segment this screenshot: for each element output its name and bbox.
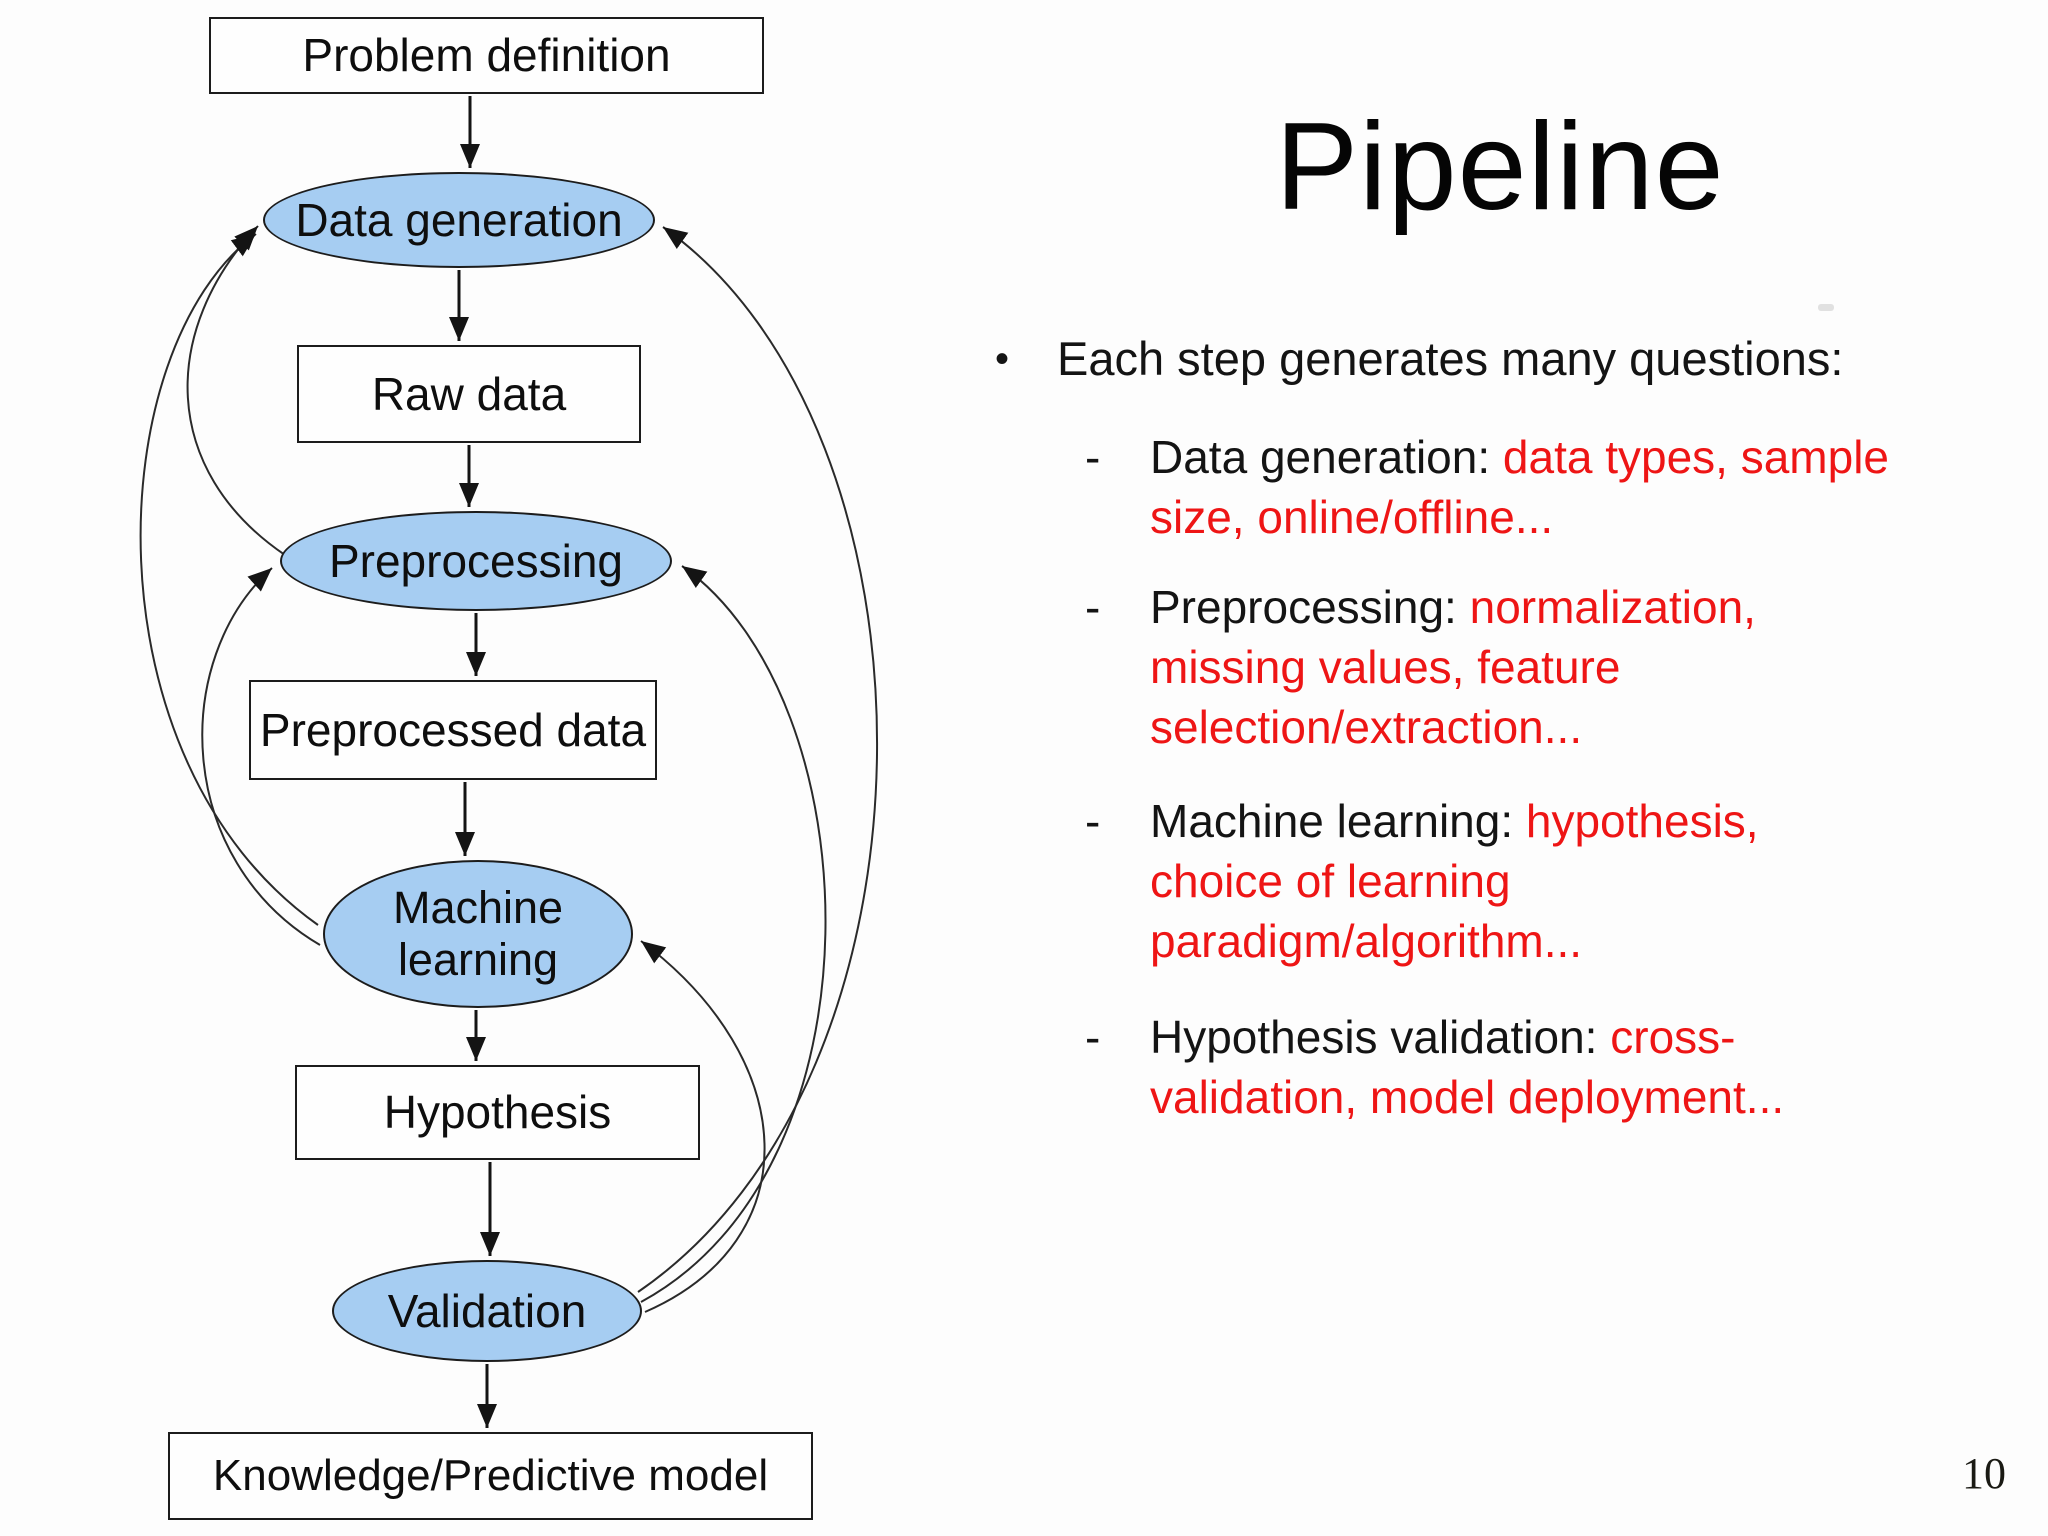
sub-bullet-line: size, online/offline... — [1150, 491, 1554, 543]
node-hypothesis: Hypothesis — [295, 1065, 700, 1160]
sub-bullet-line: Hypothesis validation: cross- — [1150, 1011, 1736, 1063]
node-label: Problem definition — [302, 29, 671, 82]
sub-bullet-line: Data generation: data types, sample — [1150, 431, 1890, 483]
sub-bullet-line: selection/extraction... — [1150, 701, 1583, 753]
page-number: 10 — [1962, 1449, 2006, 1498]
flow-arrows — [449, 96, 500, 1428]
sub-bullet-hypothesis-validation: - Hypothesis validation: cross- validati… — [1085, 1007, 1784, 1127]
node-problem-definition: Problem definition — [209, 17, 764, 94]
node-label: Validation — [387, 1284, 587, 1337]
node-preprocessed-data: Preprocessed data — [249, 680, 657, 780]
bullet-dot-icon: • — [995, 337, 1010, 381]
smudge-artifact — [1818, 304, 1834, 311]
node-preprocessing: Preprocessing — [280, 511, 672, 611]
sub-bullet-machine-learning: - Machine learning: hypothesis, choice o… — [1085, 791, 1759, 971]
node-machine-learning: Machine learning — [323, 860, 633, 1008]
node-raw-data: Raw data — [297, 345, 641, 443]
node-data-generation: Data generation — [263, 172, 655, 268]
node-label: Data generation — [295, 193, 623, 246]
slide-title: Pipeline — [1275, 98, 1725, 236]
sub-bullet-preprocessing: - Preprocessing: normalization, missing … — [1085, 577, 1756, 757]
node-label: Hypothesis — [383, 1086, 612, 1139]
node-knowledge-predictive-model: Knowledge/Predictive model — [168, 1432, 813, 1520]
sub-bullet-line: paradigm/algorithm... — [1150, 915, 1583, 967]
node-label: Preprocessing — [328, 534, 624, 587]
node-label: Preprocessed data — [259, 703, 647, 756]
node-label: Raw data — [371, 367, 567, 420]
dash-icon: - — [1085, 795, 1101, 847]
sub-bullet-line: missing values, feature — [1150, 641, 1621, 693]
node-validation: Validation — [332, 1260, 642, 1362]
node-label: Knowledge/Predictive model — [212, 1450, 769, 1500]
dash-icon: - — [1085, 1011, 1101, 1063]
sub-bullet-line: validation, model deployment... — [1150, 1071, 1785, 1123]
sub-bullet-line: choice of learning — [1150, 855, 1511, 907]
feedback-arcs — [139, 225, 878, 1313]
sub-bullet-line: Machine learning: hypothesis, — [1150, 795, 1759, 847]
dash-icon: - — [1085, 431, 1101, 483]
bullet-each-step: • Each step generates many questions: — [995, 329, 1843, 389]
dash-icon: - — [1085, 581, 1101, 633]
sub-bullet-line: Preprocessing: normalization, — [1150, 581, 1756, 633]
node-label: Machine learning — [392, 882, 564, 985]
sub-bullet-data-generation: - Data generation: data types, sample si… — [1085, 427, 1889, 547]
bullet-text: Each step generates many questions: — [1057, 332, 1844, 385]
